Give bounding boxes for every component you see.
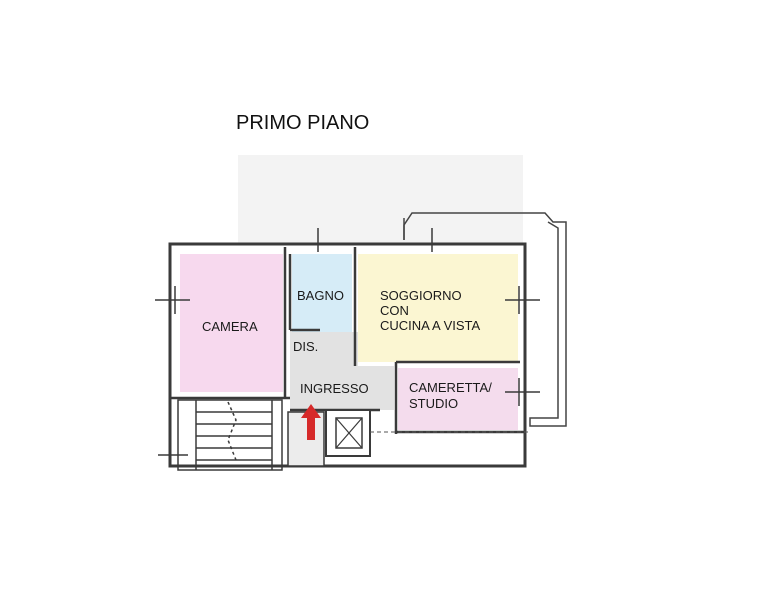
dis-label: DIS. [293,339,318,354]
soggiorno-label-line1: SOGGIORNO [380,288,462,303]
ingresso-label: INGRESSO [300,381,369,396]
soggiorno-label-line3: CUCINA A VISTA [380,318,481,333]
camera-label: CAMERA [202,319,258,334]
ingresso-room [290,366,394,410]
outer-walls [168,242,527,468]
cameretta-label-line1: CAMERETTA/ [409,380,492,395]
cameretta-label-line2: STUDIO [409,396,458,411]
staircase-icon [177,399,283,471]
scan-shadow [238,155,523,245]
soggiorno-room [358,254,518,362]
bagno-label: BAGNO [297,288,344,303]
plan-title: PRIMO PIANO [236,112,369,134]
red-up-arrow-icon [301,404,321,440]
soggiorno-label-line2: CON [380,303,409,318]
window-marks [155,228,540,456]
balcony-outline [403,212,567,427]
cameretta-room [398,368,518,430]
elevator-shaft-icon [325,409,371,457]
landing [287,411,325,467]
camera-room [180,254,283,392]
